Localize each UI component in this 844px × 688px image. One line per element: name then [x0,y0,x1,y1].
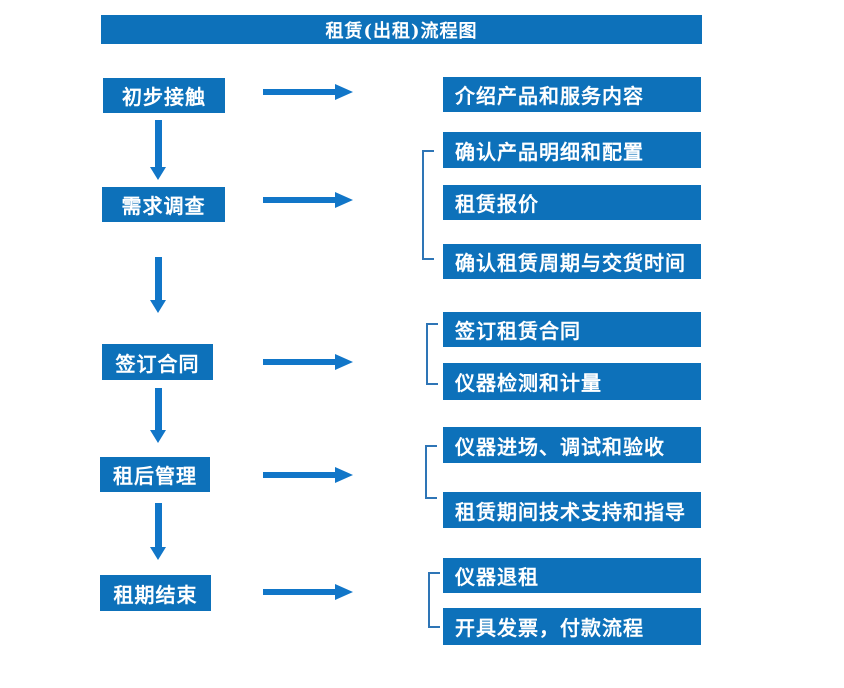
detail-node-confirm-period-delivery: 确认租赁周期与交货时间 [443,244,701,279]
step-node-requirement-survey: 需求调查 [102,187,225,222]
detail-node-instrument-setup-acceptance: 仪器进场、调试和验收 [443,427,701,463]
arrow-head-icon [335,584,353,600]
detail-node-instrument-return: 仪器退租 [443,558,701,593]
arrow-head-icon [150,300,166,313]
arrow-head-icon [335,467,353,483]
step-node-post-rental-management: 租后管理 [100,457,210,492]
detail-node-introduce-products: 介绍产品和服务内容 [443,77,701,112]
arrow-head-icon [335,84,353,100]
down-arrow-2 [150,257,166,313]
arrow-shaft [263,359,335,365]
detail-node-technical-support: 租赁期间技术支持和指导 [443,492,701,528]
detail-node-instrument-testing: 仪器检测和计量 [443,363,701,400]
arrow-shaft [263,89,335,95]
bracket-group-sign-contract [426,323,438,385]
arrow-head-icon [150,167,166,180]
bracket-group-requirement-survey [422,150,434,260]
step-node-initial-contact: 初步接触 [103,78,225,113]
flowchart-title: 租赁(出租)流程图 [325,20,478,42]
flowchart-title-bar: 租赁(出租)流程图 [101,15,702,44]
arrow-shaft [263,589,335,595]
right-arrow-5 [263,584,353,600]
down-arrow-3 [150,388,166,443]
arrow-shaft [154,120,162,167]
arrow-shaft [263,197,335,203]
arrow-shaft [154,503,162,547]
down-arrow-4 [150,503,166,560]
step-node-rental-end: 租期结束 [100,575,211,611]
right-arrow-3 [263,354,353,370]
arrow-head-icon [150,547,166,560]
arrow-head-icon [335,354,353,370]
arrow-shaft [154,257,162,300]
detail-node-sign-rental-contract: 签订租赁合同 [443,312,701,347]
step-node-sign-contract: 签订合同 [102,344,213,380]
bracket-group-post-rental [425,445,437,499]
arrow-shaft [263,472,335,478]
detail-node-rental-quotation: 租赁报价 [443,185,701,220]
down-arrow-1 [150,120,166,180]
right-arrow-2 [263,192,353,208]
arrow-head-icon [335,192,353,208]
arrow-shaft [154,388,162,430]
detail-node-invoice-payment: 开具发票，付款流程 [443,608,701,645]
arrow-head-icon [150,430,166,443]
detail-node-confirm-product-config: 确认产品明细和配置 [443,132,701,168]
right-arrow-4 [263,467,353,483]
right-arrow-1 [263,84,353,100]
bracket-group-rental-end [428,572,440,628]
